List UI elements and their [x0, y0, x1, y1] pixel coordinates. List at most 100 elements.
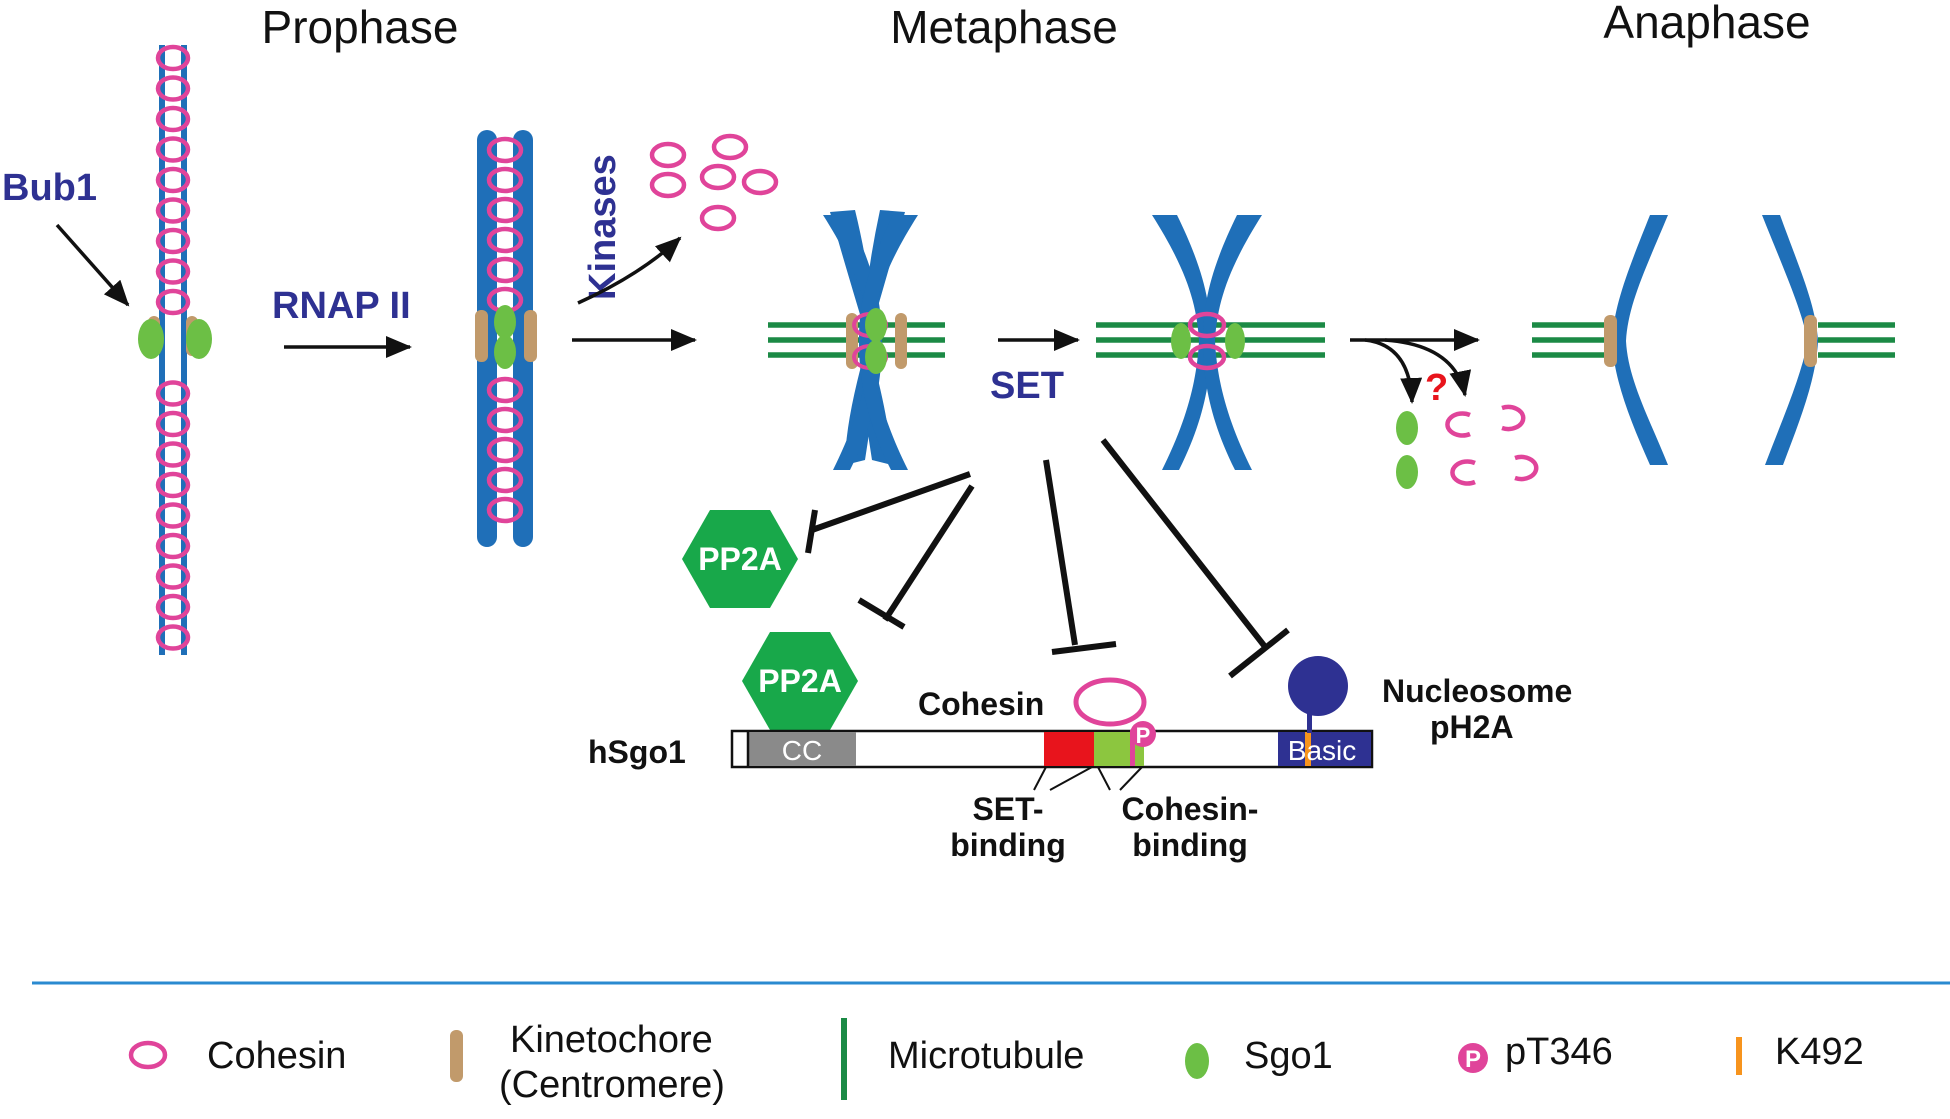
sgo1-protein [138, 319, 164, 359]
pp2a-free: PP2A [682, 510, 798, 608]
region-brackets [1033, 766, 1143, 791]
cohesin-ring [155, 197, 191, 224]
kinetochore-icon [450, 1030, 463, 1082]
anaphase-chromatid-left [1532, 215, 1668, 465]
cohesin-ring [155, 593, 191, 621]
cohesin-ring [649, 171, 687, 199]
cohesin-ring [699, 204, 737, 232]
cohesin-ring [155, 441, 191, 468]
arm-cohesin-rings [486, 136, 524, 524]
svg-text:PP2A: PP2A [698, 541, 782, 577]
bub1-arrow [55, 223, 130, 307]
set-binding-label-2: binding [950, 827, 1066, 863]
cohesin-ring [155, 288, 191, 316]
set-label: SET [990, 365, 1064, 407]
condensed-chromosome [475, 130, 537, 547]
cohesin-ring [155, 380, 191, 407]
cohesin-ring [155, 624, 191, 651]
cohesin-ring [155, 105, 191, 133]
svg-text:P: P [1465, 1046, 1481, 1073]
legend-item-sgo1: Sgo1 [1185, 1035, 1333, 1079]
cohesin-ring [699, 163, 737, 191]
stage-title-metaphase: Metaphase [890, 1, 1118, 53]
cohesin-ring [155, 227, 191, 255]
anaphase-chromatid-right [1762, 215, 1895, 465]
cohesin-ring [155, 75, 191, 102]
cohesin-ring [486, 136, 524, 164]
cohesin-binding-label: Cohesin- [1122, 791, 1259, 827]
set-binding-region [1044, 732, 1094, 766]
k492-site [1305, 732, 1311, 766]
cohesin-ring [155, 166, 191, 194]
svg-text:PP2A: PP2A [758, 663, 842, 699]
released-sgo1 [1396, 455, 1418, 489]
nucleosome [1288, 656, 1348, 716]
svg-text:Sgo1: Sgo1 [1244, 1035, 1333, 1077]
cohesin-ring [155, 410, 191, 438]
prophase-chromosome [138, 44, 212, 655]
cohesin-release-arrow [1384, 338, 1472, 397]
k492-icon [1736, 1037, 1742, 1075]
released-cohesin-rings [649, 133, 779, 232]
cohesin-ring [649, 141, 687, 169]
cohesin-ring [741, 168, 779, 196]
cohesin-ring [486, 376, 524, 404]
cohesin-ring [711, 133, 749, 161]
stage-title-prophase: Prophase [262, 1, 459, 53]
question-mark: ? [1425, 367, 1448, 409]
cohesin-ring [486, 256, 524, 284]
cleaved-cohesin [1445, 404, 1539, 486]
cohesin-ring [486, 436, 524, 464]
cohesin-ring [155, 258, 191, 285]
legend-item-k492: K492 [1736, 1031, 1864, 1075]
cc-domain-label: CC [782, 735, 822, 766]
metaphase-chromosome-1 [768, 210, 945, 470]
sgo1-release-arrow [1364, 338, 1423, 404]
cohesin-ring [155, 563, 191, 590]
stage-title-anaphase: Anaphase [1603, 0, 1810, 48]
legend: Cohesin Kinetochore (Centromere) Microtu… [128, 1018, 1864, 1106]
svg-text:Cohesin: Cohesin [207, 1035, 346, 1077]
svg-text:Kinetochore: Kinetochore [510, 1019, 713, 1061]
inhibition-lines [805, 438, 1290, 679]
legend-item-pt346: P pT346 [1458, 1031, 1613, 1073]
legend-item-microtubule: Microtubule [841, 1018, 1084, 1100]
bub1-label: Bub1 [2, 167, 97, 209]
cohesin-ring [155, 136, 191, 163]
svg-text:K492: K492 [1775, 1031, 1864, 1073]
cohesin-ring [486, 166, 524, 194]
svg-text:pT346: pT346 [1505, 1031, 1613, 1073]
legend-item-kinetochore: Kinetochore (Centromere) [450, 1019, 725, 1106]
cohesin-ring [486, 466, 524, 494]
sgo1-protein [186, 319, 212, 359]
svg-text:(Centromere): (Centromere) [499, 1064, 725, 1106]
cohesin-label: Cohesin [918, 686, 1044, 722]
released-sgo1 [1396, 411, 1418, 445]
rnap-label: RNAP II [272, 285, 411, 327]
cohesin-ring [486, 226, 524, 254]
cohesin-ring [486, 496, 524, 524]
sgo1-icon [1185, 1043, 1209, 1079]
cohesin-ring-icon [128, 1040, 168, 1070]
pp2a-bound: PP2A [742, 632, 858, 730]
cohesin-binding-label-2: binding [1132, 827, 1248, 863]
ph2a-label: pH2A [1430, 709, 1514, 745]
basic-domain-label: Basic [1288, 735, 1356, 766]
cohesin-ring [486, 196, 524, 224]
set-binding-label: SET- [972, 791, 1043, 827]
cohesin-ring [486, 406, 524, 434]
cc-domain [748, 732, 856, 766]
svg-text:Microtubule: Microtubule [888, 1035, 1084, 1077]
hsgo1-label: hSgo1 [588, 734, 686, 770]
kinases-arrow [577, 236, 682, 305]
cohesin-ring [155, 44, 191, 72]
cohesin-ring [155, 532, 191, 560]
basic-domain [1278, 732, 1371, 766]
nucleosome-label: Nucleosome [1382, 673, 1572, 709]
hsgo1-protein-bar: CC Basic [730, 729, 1374, 769]
prophase-cohesin-rings [155, 44, 191, 651]
kinases-label: Kinases [582, 154, 624, 300]
phospho-icon [1458, 1043, 1488, 1073]
bound-cohesin-ring [1073, 677, 1147, 727]
